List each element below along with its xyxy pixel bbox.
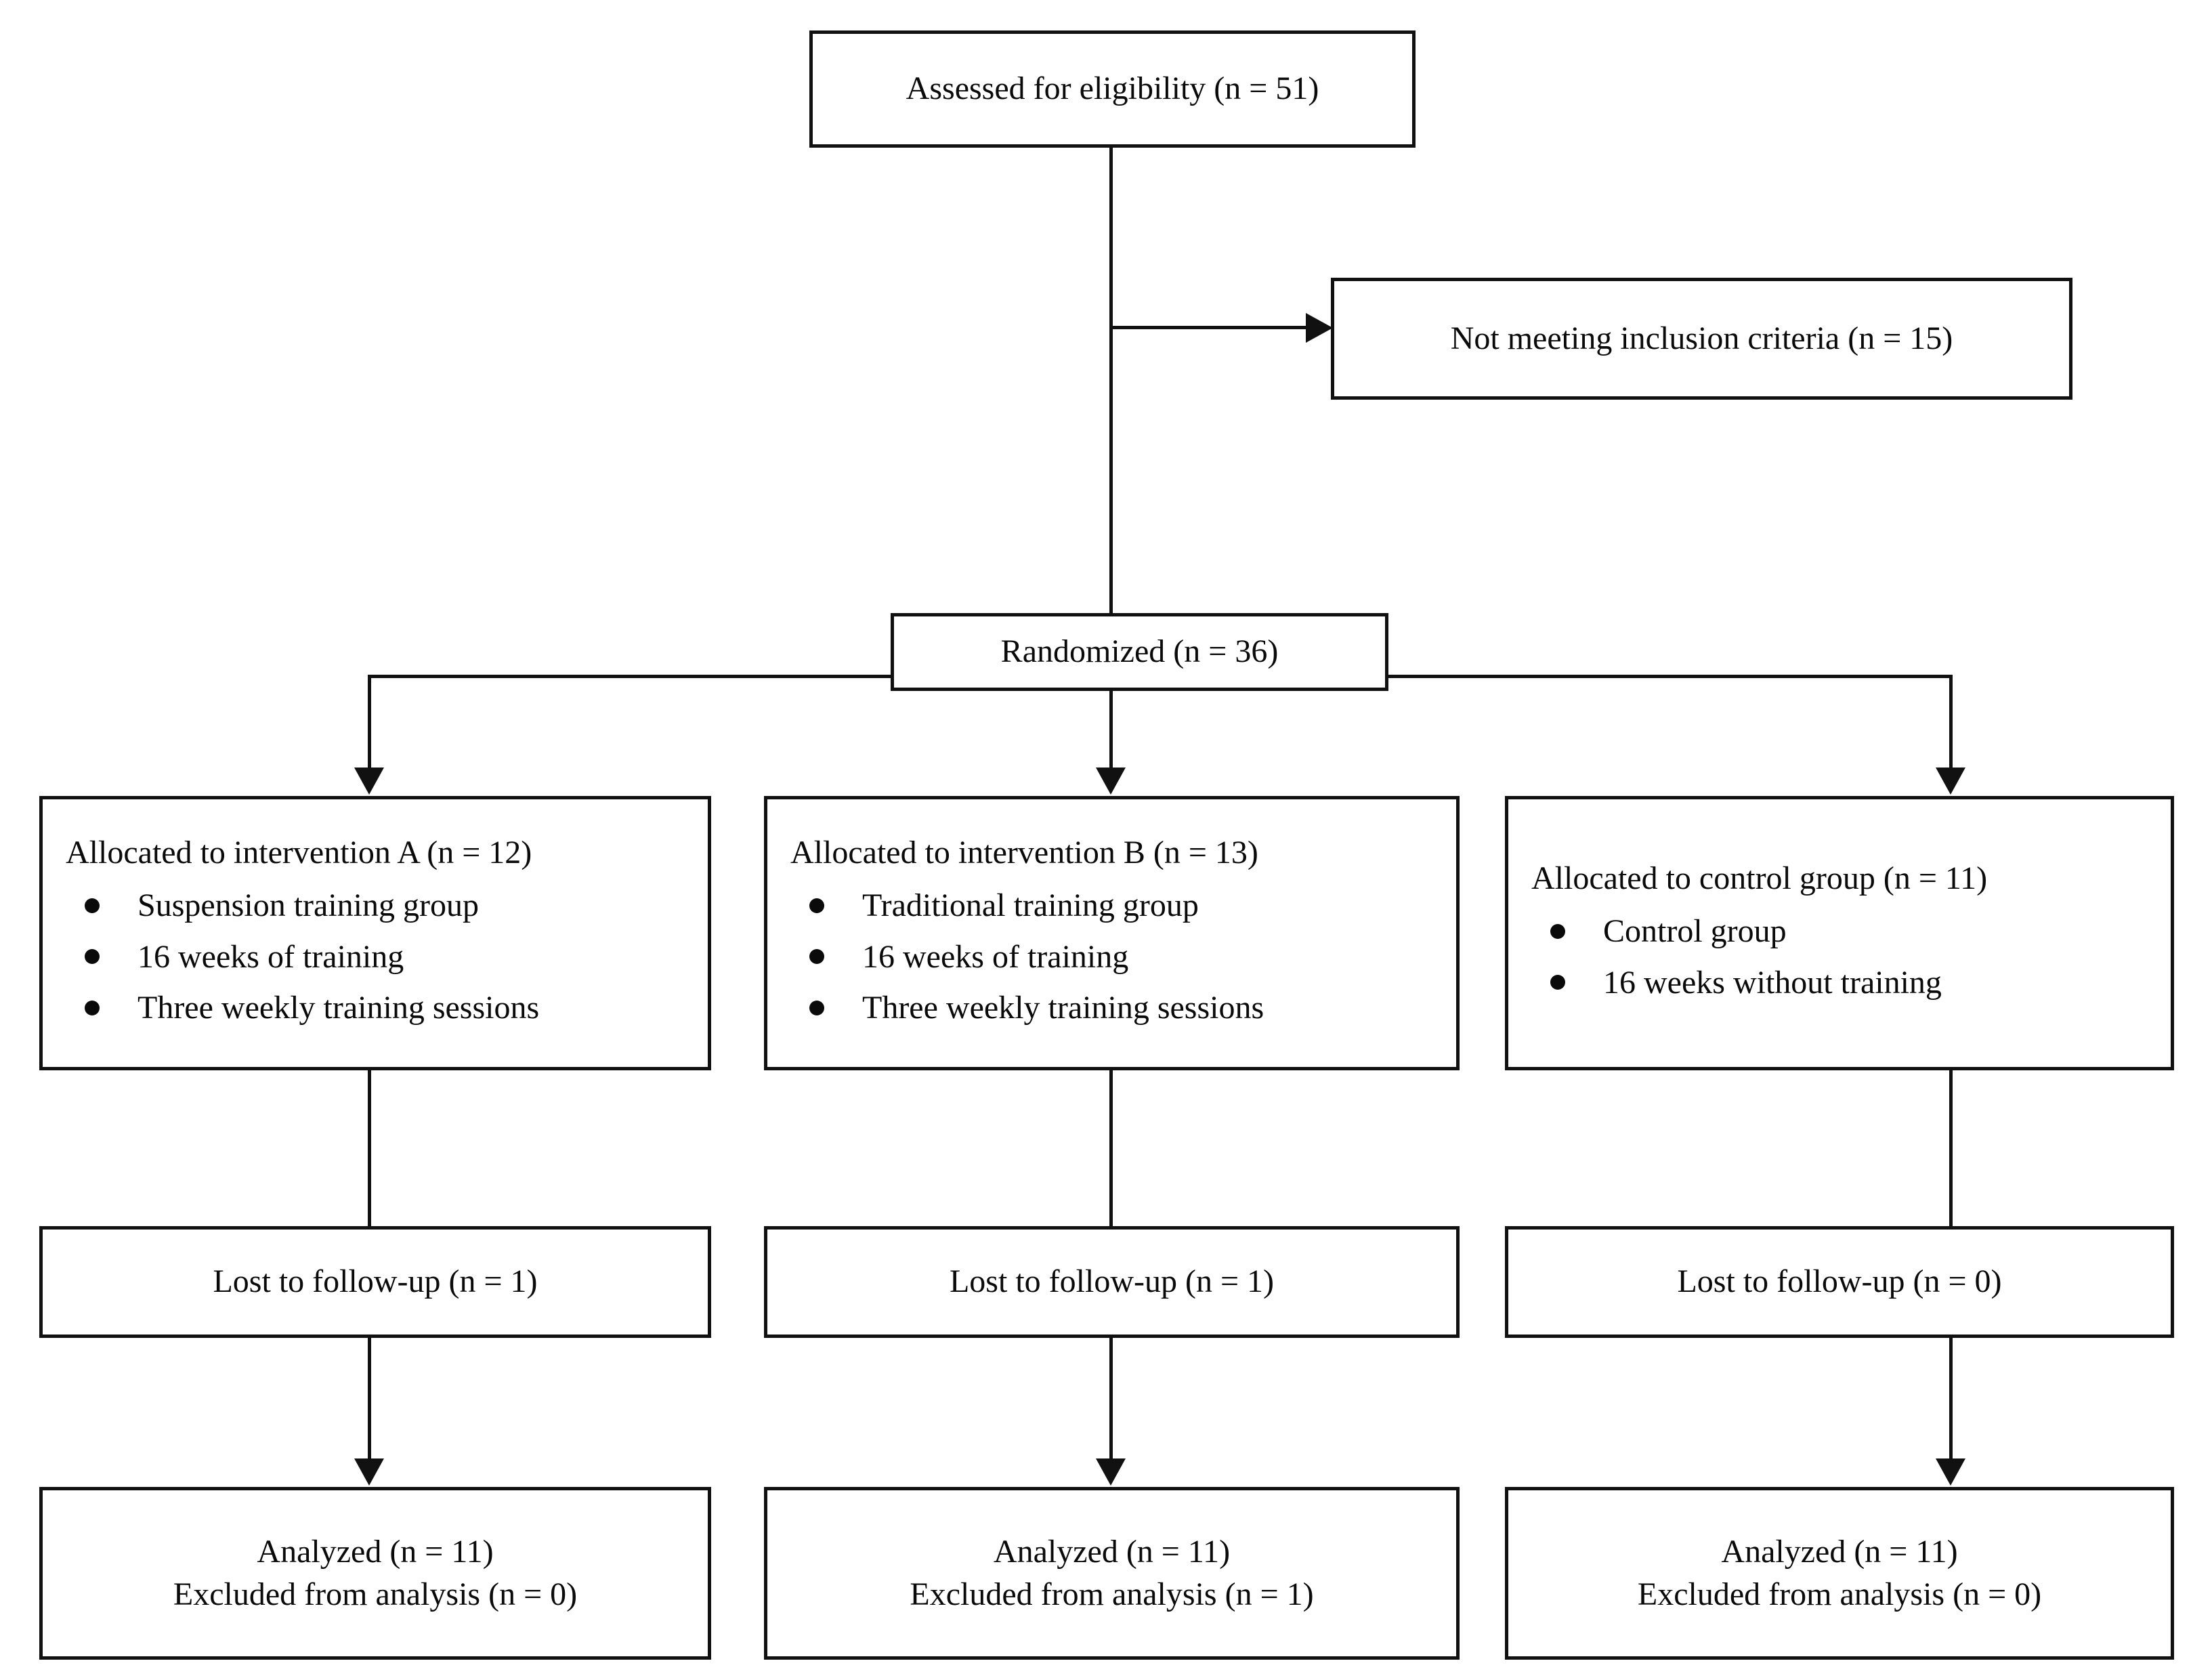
bullet-label: 16 weeks without training xyxy=(1603,964,1942,1001)
bullet-icon xyxy=(85,1001,100,1016)
bullet-icon xyxy=(1550,923,1565,939)
drop-leg-arm-a xyxy=(368,675,371,769)
analyzed-label: Analyzed (n = 11) xyxy=(1721,1534,1958,1570)
bullet-icon xyxy=(85,949,100,965)
bullet-icon xyxy=(809,1001,824,1016)
list-item: Three weekly training sessions xyxy=(809,982,1456,1034)
bullet-icon xyxy=(809,949,824,965)
bullet-icon xyxy=(1550,975,1565,990)
bullet-label: 16 weeks of training xyxy=(862,938,1129,975)
randomized-box: Randomized (n = 36) xyxy=(891,613,1388,691)
exclusion-connector-arrowhead xyxy=(1306,313,1333,343)
bullet-icon xyxy=(809,898,824,913)
trunk-connector-line xyxy=(1109,148,1113,613)
allocation-bullets-intervention-b: Traditional training group 16 weeks of t… xyxy=(767,880,1456,1034)
bullet-label: Traditional training group xyxy=(862,887,1199,923)
list-item: Three weekly training sessions xyxy=(85,982,708,1034)
list-item: Traditional training group xyxy=(809,880,1456,931)
lost-to-followup-label: Lost to follow-up (n = 1) xyxy=(949,1263,1274,1300)
allocation-box-intervention-a: Allocated to intervention A (n = 12) Sus… xyxy=(39,796,711,1070)
analysis-arrowhead-arm-a xyxy=(354,1458,384,1486)
allocation-bullets-control: Control group 16 weeks without training xyxy=(1508,906,2171,1009)
excluded-from-analysis-label: Excluded from analysis (n = 0) xyxy=(173,1576,578,1612)
assessed-for-eligibility-box: Assessed for eligibility (n = 51) xyxy=(809,30,1416,148)
lost-to-followup-label: Lost to follow-up (n = 1) xyxy=(213,1263,538,1300)
lost-to-followup-box-intervention-b: Lost to follow-up (n = 1) xyxy=(764,1226,1460,1338)
analysis-box-intervention-a: Analyzed (n = 11) Excluded from analysis… xyxy=(39,1487,711,1660)
bullet-label: Suspension training group xyxy=(137,887,479,923)
split-bar-left xyxy=(368,675,893,678)
drop-arrowhead-arm-b xyxy=(1096,768,1126,795)
followup-connector-arm-c xyxy=(1949,1070,1953,1226)
bullet-label: Three weekly training sessions xyxy=(137,990,540,1026)
exclusion-connector-line xyxy=(1109,326,1313,329)
bullet-icon xyxy=(85,898,100,913)
lost-to-followup-box-control: Lost to follow-up (n = 0) xyxy=(1505,1226,2174,1338)
list-item: Control group xyxy=(1550,906,2171,957)
analysis-arrowhead-arm-b xyxy=(1096,1458,1126,1486)
not-meeting-inclusion-criteria-box: Not meeting inclusion criteria (n = 15) xyxy=(1331,278,2072,400)
list-item: 16 weeks of training xyxy=(85,931,708,983)
allocation-title-intervention-a: Allocated to intervention A (n = 12) xyxy=(66,834,532,870)
not-meeting-inclusion-criteria-label: Not meeting inclusion criteria (n = 15) xyxy=(1450,320,1953,356)
lost-to-followup-box-intervention-a: Lost to follow-up (n = 1) xyxy=(39,1226,711,1338)
drop-leg-arm-c xyxy=(1949,675,1953,769)
allocation-box-intervention-b: Allocated to intervention B (n = 13) Tra… xyxy=(764,796,1460,1070)
randomized-label: Randomized (n = 36) xyxy=(1000,633,1279,670)
followup-connector-arm-b xyxy=(1109,1070,1113,1226)
excluded-from-analysis-label: Excluded from analysis (n = 1) xyxy=(910,1576,1314,1612)
lost-to-followup-label: Lost to follow-up (n = 0) xyxy=(1677,1263,2002,1300)
drop-arrowhead-arm-a xyxy=(354,768,384,795)
allocation-bullets-intervention-a: Suspension training group 16 weeks of tr… xyxy=(43,880,708,1034)
followup-connector-arm-a xyxy=(368,1070,371,1226)
allocation-title-intervention-b: Allocated to intervention B (n = 13) xyxy=(790,834,1258,870)
list-item: 16 weeks without training xyxy=(1550,957,2171,1009)
allocation-title-control: Allocated to control group (n = 11) xyxy=(1531,860,1988,896)
split-bar-right xyxy=(1386,675,1953,678)
analysis-connector-arm-c xyxy=(1949,1338,1953,1460)
bullet-label: 16 weeks of training xyxy=(137,938,404,975)
bullet-label: Control group xyxy=(1603,912,1787,949)
analysis-arrowhead-arm-c xyxy=(1936,1458,1965,1486)
drop-arrowhead-arm-c xyxy=(1936,768,1965,795)
drop-leg-arm-b xyxy=(1109,691,1113,769)
analysis-connector-arm-a xyxy=(368,1338,371,1460)
list-item: 16 weeks of training xyxy=(809,931,1456,983)
assessed-for-eligibility-label: Assessed for eligibility (n = 51) xyxy=(906,70,1319,107)
analysis-connector-arm-b xyxy=(1109,1338,1113,1460)
list-item: Suspension training group xyxy=(85,880,708,931)
allocation-box-control: Allocated to control group (n = 11) Cont… xyxy=(1505,796,2174,1070)
analyzed-label: Analyzed (n = 11) xyxy=(993,1534,1231,1570)
excluded-from-analysis-label: Excluded from analysis (n = 0) xyxy=(1637,1576,2042,1612)
bullet-label: Three weekly training sessions xyxy=(862,990,1264,1026)
analyzed-label: Analyzed (n = 11) xyxy=(257,1534,494,1570)
analysis-box-control: Analyzed (n = 11) Excluded from analysis… xyxy=(1505,1487,2174,1660)
analysis-box-intervention-b: Analyzed (n = 11) Excluded from analysis… xyxy=(764,1487,1460,1660)
